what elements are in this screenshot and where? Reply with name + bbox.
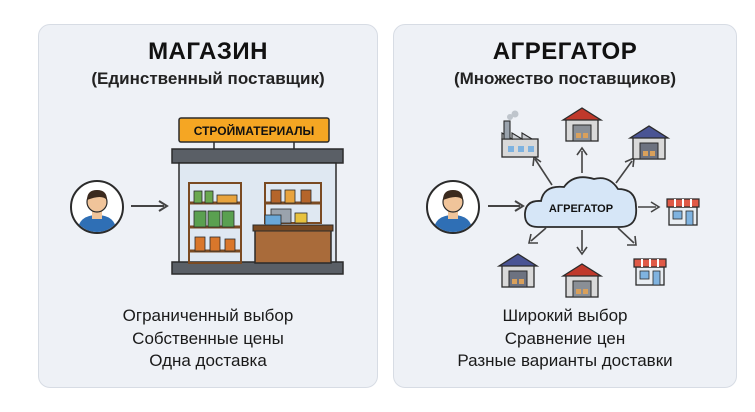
shop-illustration: СТРОЙМАТЕРИАЛЫ — [70, 117, 344, 275]
aggregator-cloud-icon: АГРЕГАТОР — [524, 176, 638, 228]
customer-icon — [70, 180, 124, 234]
warehouse-icon — [498, 253, 538, 288]
aggregator-panel: АГРЕГАТОР (Множество поставщиков) — [393, 24, 737, 388]
shop-feature-choice: Ограниченный выбор — [122, 306, 294, 325]
aggregator-feature-choice: Широкий выбор — [502, 306, 628, 325]
store-icon: СТРОЙМАТЕРИАЛЫ — [171, 117, 344, 275]
aggregator-features: Широкий выбор Сравнение цен Разные вариа… — [394, 305, 736, 373]
shop-subtitle: (Единственный поставщик) — [91, 69, 325, 88]
aggregator-illustration: АГРЕГАТОР — [426, 107, 700, 298]
shop-title: МАГАЗИН — [148, 38, 268, 65]
warehouse-icon — [629, 125, 669, 160]
shop-feature-prices: Собственные цены — [132, 328, 284, 348]
arrow-icon — [488, 200, 525, 212]
shop-icon — [666, 198, 700, 226]
shop-features: Ограниченный выбор Собственные цены Одна… — [39, 305, 377, 373]
aggregator-hub-label: АГРЕГАТОР — [549, 203, 613, 215]
store-sign-text: СТРОЙМАТЕРИАЛЫ — [194, 123, 315, 138]
aggregator-title: АГРЕГАТОР — [492, 38, 638, 65]
warehouse-icon — [562, 107, 602, 142]
aggregator-feature-delivery: Разные варианты доставки — [457, 351, 673, 370]
factory-icon — [501, 110, 539, 158]
shop-panel: МАГАЗИН (Единственный поставщик) — [38, 24, 378, 388]
warehouse-icon — [562, 263, 602, 298]
customer-icon — [426, 180, 480, 234]
aggregator-feature-compare: Сравнение цен — [504, 328, 626, 348]
shop-icon — [633, 258, 667, 286]
arrow-icon — [131, 200, 169, 212]
shop-feature-delivery: Одна доставка — [149, 351, 267, 370]
aggregator-subtitle: (Множество поставщиков) — [453, 69, 677, 88]
